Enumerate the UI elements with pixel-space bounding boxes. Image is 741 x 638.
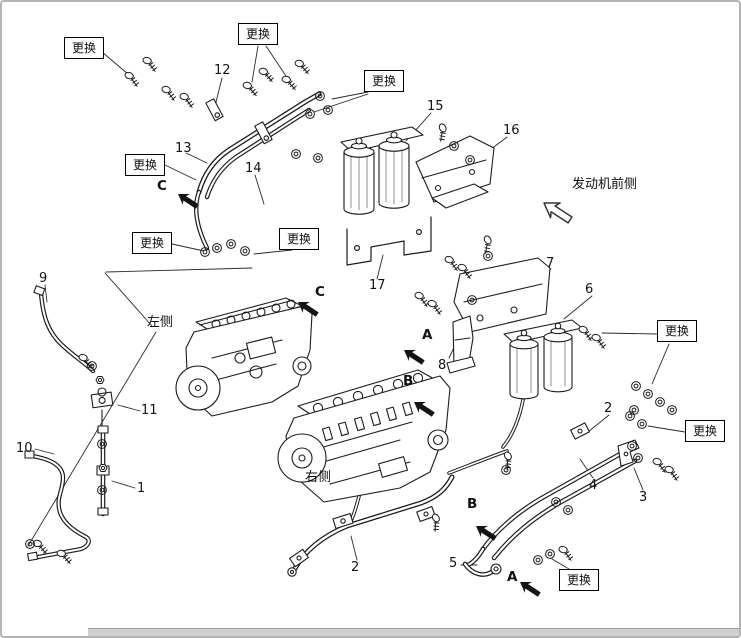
part-number-4: 4 [589,478,598,493]
part-number-17: 17 [369,278,386,293]
part-number-1: 1 [137,481,146,496]
clamps-and-fittings [24,98,640,577]
replace-label: 更换 [64,37,105,59]
part-number-9: 9 [39,271,48,286]
replace-label: 更换 [685,420,726,442]
part-number-2: 2 [604,401,613,416]
engine-left-view [175,297,313,417]
replace-label: 更换 [559,569,600,591]
replace-label: 更换 [279,228,320,250]
window-bottom-edge [88,628,739,636]
bracket-8 [446,315,476,374]
part-number-5: 5 [449,556,458,571]
replace-label: 更换 [364,70,405,92]
fuel-filter-assembly-top [340,126,424,215]
part-number-7: 7 [546,256,555,271]
leader-lines [27,45,686,570]
part-number-6: 6 [585,282,594,297]
section-marker-A: A [422,327,433,343]
bracket-16 [415,135,495,209]
engine-front-label: 发动机前侧 [572,177,638,192]
section-marker-B: B [467,496,478,512]
part-number-10: 10 [16,441,33,456]
part-number-16: 16 [503,123,520,138]
part-number-8: 8 [438,358,447,373]
part-number-11: 11 [141,403,158,418]
bracket-17 [346,216,432,266]
section-marker-C: C [315,284,325,300]
replace-label: 更换 [238,23,279,45]
fuel-pipes [29,91,638,577]
replace-label: 更换 [657,320,698,342]
replace-label: 更换 [125,154,166,176]
view-label-left-side: 左侧 [147,315,174,330]
fuel-filter-assembly-right [503,319,583,400]
part-number-15: 15 [427,99,444,114]
section-marker-C: C [157,178,167,194]
part-number-13: 13 [175,141,192,156]
replace-label: 更换 [132,232,173,254]
view-label-right-side: 右侧 [305,470,332,485]
part-number-3: 3 [639,490,648,505]
part-number-2: 2 [351,560,360,575]
part-number-12: 12 [214,63,231,78]
section-marker-B: B [403,373,414,389]
engine-right-view [277,369,451,503]
section-marker-A: A [507,569,518,585]
part-number-14: 14 [245,161,262,176]
